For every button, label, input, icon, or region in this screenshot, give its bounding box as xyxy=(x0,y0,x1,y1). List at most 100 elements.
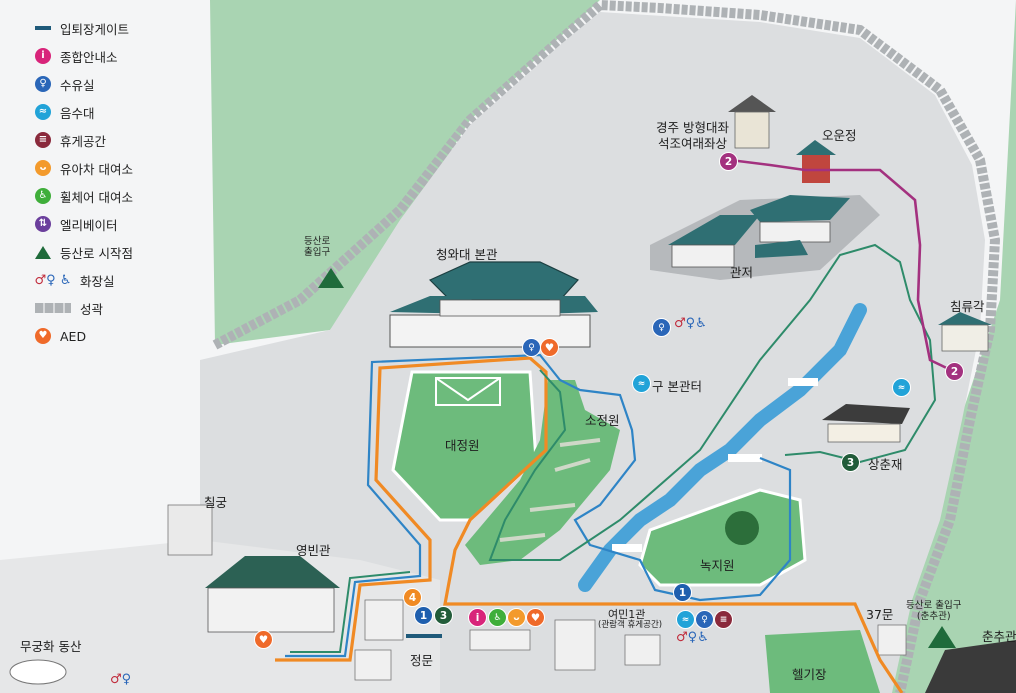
trailhead-right-icon xyxy=(928,626,956,648)
water-fountain-icon[interactable]: ≈ xyxy=(892,378,911,397)
label-residence[interactable]: 관저 xyxy=(730,265,754,280)
label-nokjiwon[interactable]: 녹지원 xyxy=(700,558,735,573)
legend-wheelchair: ♿ 휠체어 대여소 xyxy=(34,182,204,210)
legend-info: i 종합안내소 xyxy=(34,42,204,70)
residence-buildings xyxy=(668,195,850,268)
buddha-shrine xyxy=(728,95,776,149)
route-badge-4-gate[interactable]: 4 xyxy=(403,588,422,607)
route-orange xyxy=(275,356,904,693)
route-blue xyxy=(285,353,792,658)
info-icon[interactable]: i xyxy=(468,608,487,627)
gate-area-buildings xyxy=(354,599,1016,693)
label-yeomin-sub: (관람객 휴게공간) xyxy=(598,620,663,630)
restroom-icon: ♂♀ ♿ xyxy=(34,272,72,288)
water-fountain-icon: ≈ xyxy=(34,103,52,121)
route-badge-3-sangchunjae[interactable]: 3 xyxy=(841,453,860,472)
label-chunchugwan[interactable]: 춘추관 xyxy=(982,629,1016,644)
elevator-icon: ⇅ xyxy=(34,215,52,233)
fortress-wall-icon xyxy=(34,299,72,317)
mountain-green-area xyxy=(210,0,1016,693)
legend-label: 등산로 시작점 xyxy=(60,245,133,261)
label-yeomin[interactable]: 여민1관 xyxy=(608,608,646,621)
nokjiwon-tree xyxy=(725,511,759,545)
map-legend: 입퇴장게이트 i 종합안내소 ♀ 수유실 ≈ 음수대 ≡ 휴게공간 ᴗ 유아차 … xyxy=(34,14,204,350)
legend-elevator: ⇅ 엘리베이터 xyxy=(34,210,204,238)
mugunghwa-oval xyxy=(9,659,67,685)
label-chilgung[interactable]: 칠궁 xyxy=(204,495,228,510)
water-fountain-icon[interactable]: ≈ xyxy=(676,610,695,629)
legend-label: 화장실 xyxy=(80,273,115,289)
chilgung-building xyxy=(167,504,213,556)
restroom-icon[interactable]: ♂♀♿ xyxy=(674,316,707,331)
label-mugunghwa[interactable]: 무궁화 동산 xyxy=(20,639,82,654)
legend-label: 휴게공간 xyxy=(60,133,107,149)
legend-trailhead: 등산로 시작점 xyxy=(34,238,204,266)
label-main-hall[interactable]: 청와대 본관 xyxy=(436,247,498,262)
stroller-icon[interactable]: ᴗ xyxy=(507,608,526,627)
legend-label: 성곽 xyxy=(80,301,104,317)
label-trail-left[interactable]: 등산로 출입구 xyxy=(304,236,331,258)
label-old-main-hall[interactable]: 구 본관터 xyxy=(652,379,702,394)
trailhead-left-icon xyxy=(318,268,344,288)
label-ounjeong[interactable]: 오운정 xyxy=(822,128,857,143)
rest-area-icon: ≡ xyxy=(34,131,52,149)
route-badge-3-gate[interactable]: 3 xyxy=(434,606,453,625)
legend-label: 휠체어 대여소 xyxy=(60,189,133,205)
label-gate37[interactable]: 37문 xyxy=(866,607,894,622)
legend-water: ≈ 음수대 xyxy=(34,98,204,126)
aed-icon[interactable]: ♥ xyxy=(540,338,559,357)
route-teal xyxy=(290,243,937,653)
legend-restroom: ♂♀ ♿ 화장실 xyxy=(34,266,204,294)
sojeongwon-paths xyxy=(499,438,601,542)
legend-nursing: ♀ 수유실 xyxy=(34,70,204,98)
label-sangchunjae[interactable]: 상춘재 xyxy=(868,457,903,472)
route-purple xyxy=(729,158,956,374)
legend-label: 입퇴장게이트 xyxy=(60,21,130,37)
water-fountain-icon[interactable]: ≈ xyxy=(632,374,651,393)
label-trail-right[interactable]: 등산로 출입구 (춘추관) xyxy=(906,600,962,622)
restroom-icon[interactable]: ♂♀ xyxy=(110,672,132,687)
stroller-icon: ᴗ xyxy=(34,159,52,177)
heliport-lawn xyxy=(765,630,880,693)
rest-area-icon[interactable]: ≡ xyxy=(714,610,733,629)
nursing-room-icon[interactable]: ♀ xyxy=(522,338,541,357)
trailhead-icon xyxy=(34,243,52,261)
wheelchair-icon: ♿ xyxy=(34,187,52,205)
aed-icon[interactable]: ♥ xyxy=(254,630,273,649)
legend-aed: ♥ AED xyxy=(34,322,204,350)
legend-stroller: ᴗ 유아차 대여소 xyxy=(34,154,204,182)
label-chimnyugak[interactable]: 침류각 xyxy=(950,299,985,314)
label-heliport[interactable]: 헬기장 xyxy=(792,667,827,682)
route-badge-2-buddha[interactable]: 2 xyxy=(719,152,738,171)
nursing-room-icon[interactable]: ♀ xyxy=(652,318,671,337)
legend-gate: 입퇴장게이트 xyxy=(34,14,204,42)
legend-rest: ≡ 휴게공간 xyxy=(34,126,204,154)
label-yeongbingwan[interactable]: 영빈관 xyxy=(296,543,331,558)
label-great-garden[interactable]: 대정원 xyxy=(445,438,480,453)
legend-label: 음수대 xyxy=(60,105,95,121)
route-badge-2-chimnyugak[interactable]: 2 xyxy=(945,362,964,381)
nursing-room-icon[interactable]: ♀ xyxy=(695,610,714,629)
legend-label: 엘리베이터 xyxy=(60,217,118,233)
label-buddha[interactable]: 경주 방형대좌 석조여래좌상 xyxy=(656,120,729,151)
chimnyugak-building xyxy=(938,312,992,352)
sangchunjae-building xyxy=(822,404,910,443)
legend-fortress: 성곽 xyxy=(34,294,204,322)
gate-line-icon xyxy=(34,19,52,37)
legend-label: 수유실 xyxy=(60,77,95,93)
route-badge-1-nokjiwon[interactable]: 1 xyxy=(673,583,692,602)
yeongbingwan-building xyxy=(205,556,340,633)
northwest-green-area xyxy=(210,0,600,345)
aed-icon: ♥ xyxy=(34,327,52,345)
route-badge-1-gate[interactable]: 1 xyxy=(414,606,433,625)
legend-label: AED xyxy=(60,328,87,344)
sojeongwon-lawn xyxy=(465,380,620,565)
restroom-icon[interactable]: ♂♀♿ xyxy=(676,630,709,645)
legend-label: 종합안내소 xyxy=(60,49,118,65)
wheelchair-icon[interactable]: ♿ xyxy=(488,608,507,627)
aed-icon[interactable]: ♥ xyxy=(526,608,545,627)
label-sojeongwon[interactable]: 소정원 xyxy=(585,413,620,428)
label-main-gate[interactable]: 정문 xyxy=(410,653,434,668)
